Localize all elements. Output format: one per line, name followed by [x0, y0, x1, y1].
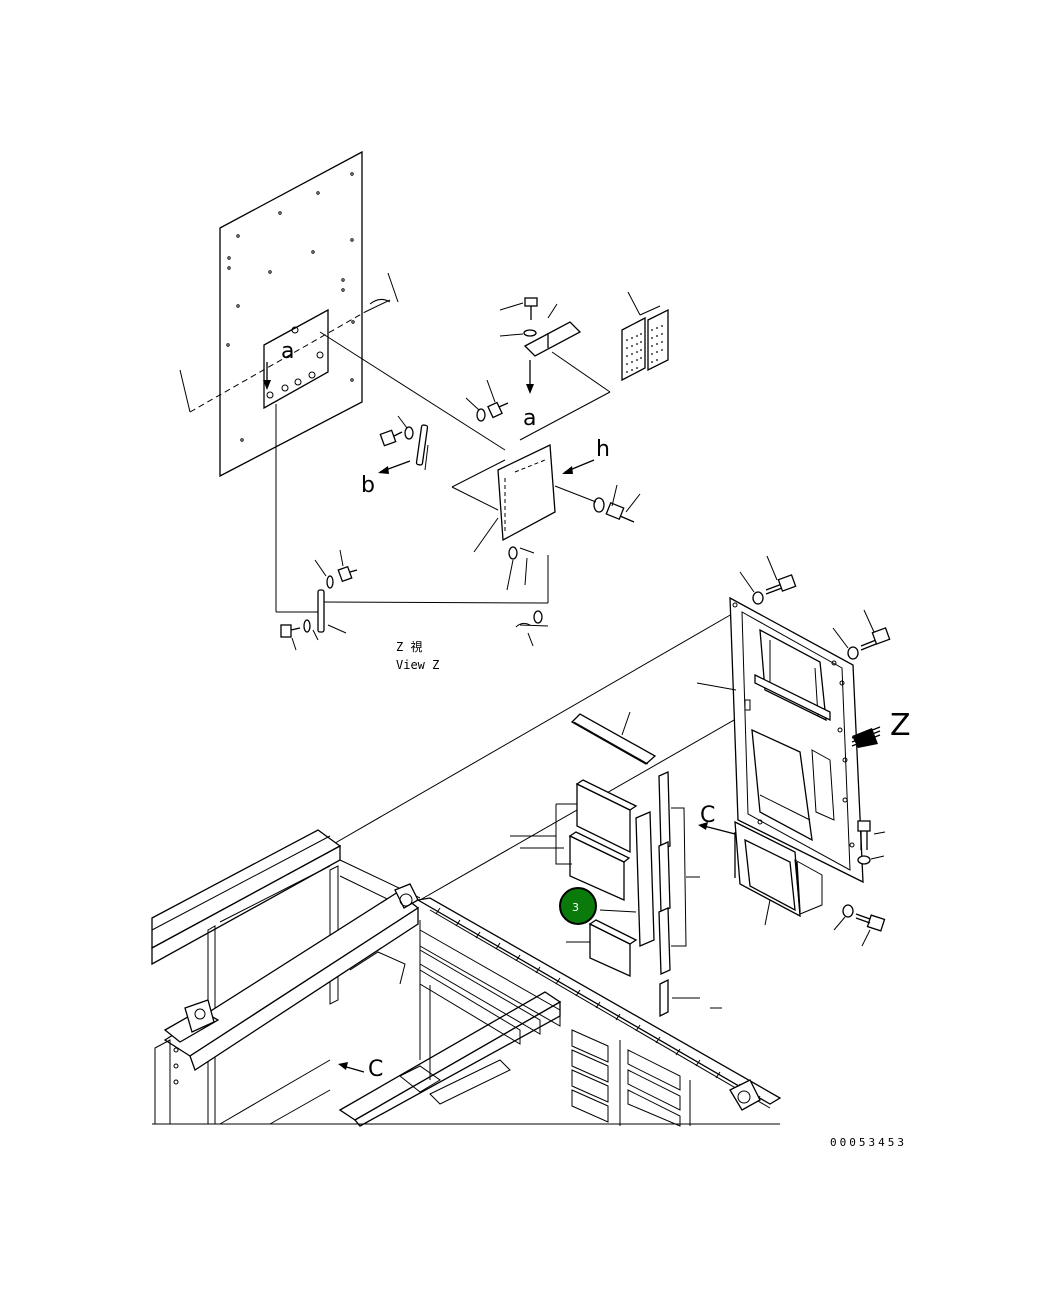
bolt-top [499, 297, 538, 337]
cover-panel [734, 820, 823, 926]
pad-stack [510, 779, 655, 978]
label-z-arrow: Z [890, 708, 911, 743]
label-c-lower: C [368, 1057, 383, 1082]
latch-bar [415, 424, 429, 466]
bolt-mid-right [465, 379, 509, 422]
machine-frame [151, 829, 782, 1127]
arrow-z-icon [851, 726, 881, 748]
label-b: b [361, 473, 375, 498]
label-h: h [596, 437, 610, 462]
bolt-top-frame [739, 555, 797, 605]
washer-group [319, 546, 549, 647]
label-c-upper: C [700, 803, 715, 828]
door-plate [497, 444, 556, 542]
seal-long [570, 713, 657, 765]
callout-3-number: 3 [572, 901, 579, 914]
filter-elements [621, 291, 669, 382]
bolt-lower-left [280, 549, 358, 651]
bolt-right [554, 484, 641, 523]
label-a-upper: a [281, 339, 294, 364]
seal-strips [658, 771, 722, 1018]
bolt-lower-right [833, 904, 886, 947]
drawing-number: 00053453 [830, 1136, 907, 1149]
view-z-title-jp: Z 視 [396, 639, 422, 654]
label-a-lower: a [523, 406, 536, 431]
view-z-detail: a a [179, 150, 669, 672]
inner-plate [263, 308, 329, 410]
bolt-right-frame [832, 609, 891, 660]
hinge-bracket [523, 321, 582, 357]
callout-marker-icon: 3 [559, 887, 597, 925]
main-assembly: Z C [151, 555, 911, 1127]
view-z-title-en: View Z [396, 658, 439, 672]
bolt-mid-left [379, 415, 414, 447]
back-panel [219, 150, 363, 478]
bolt-vertical [857, 820, 886, 865]
